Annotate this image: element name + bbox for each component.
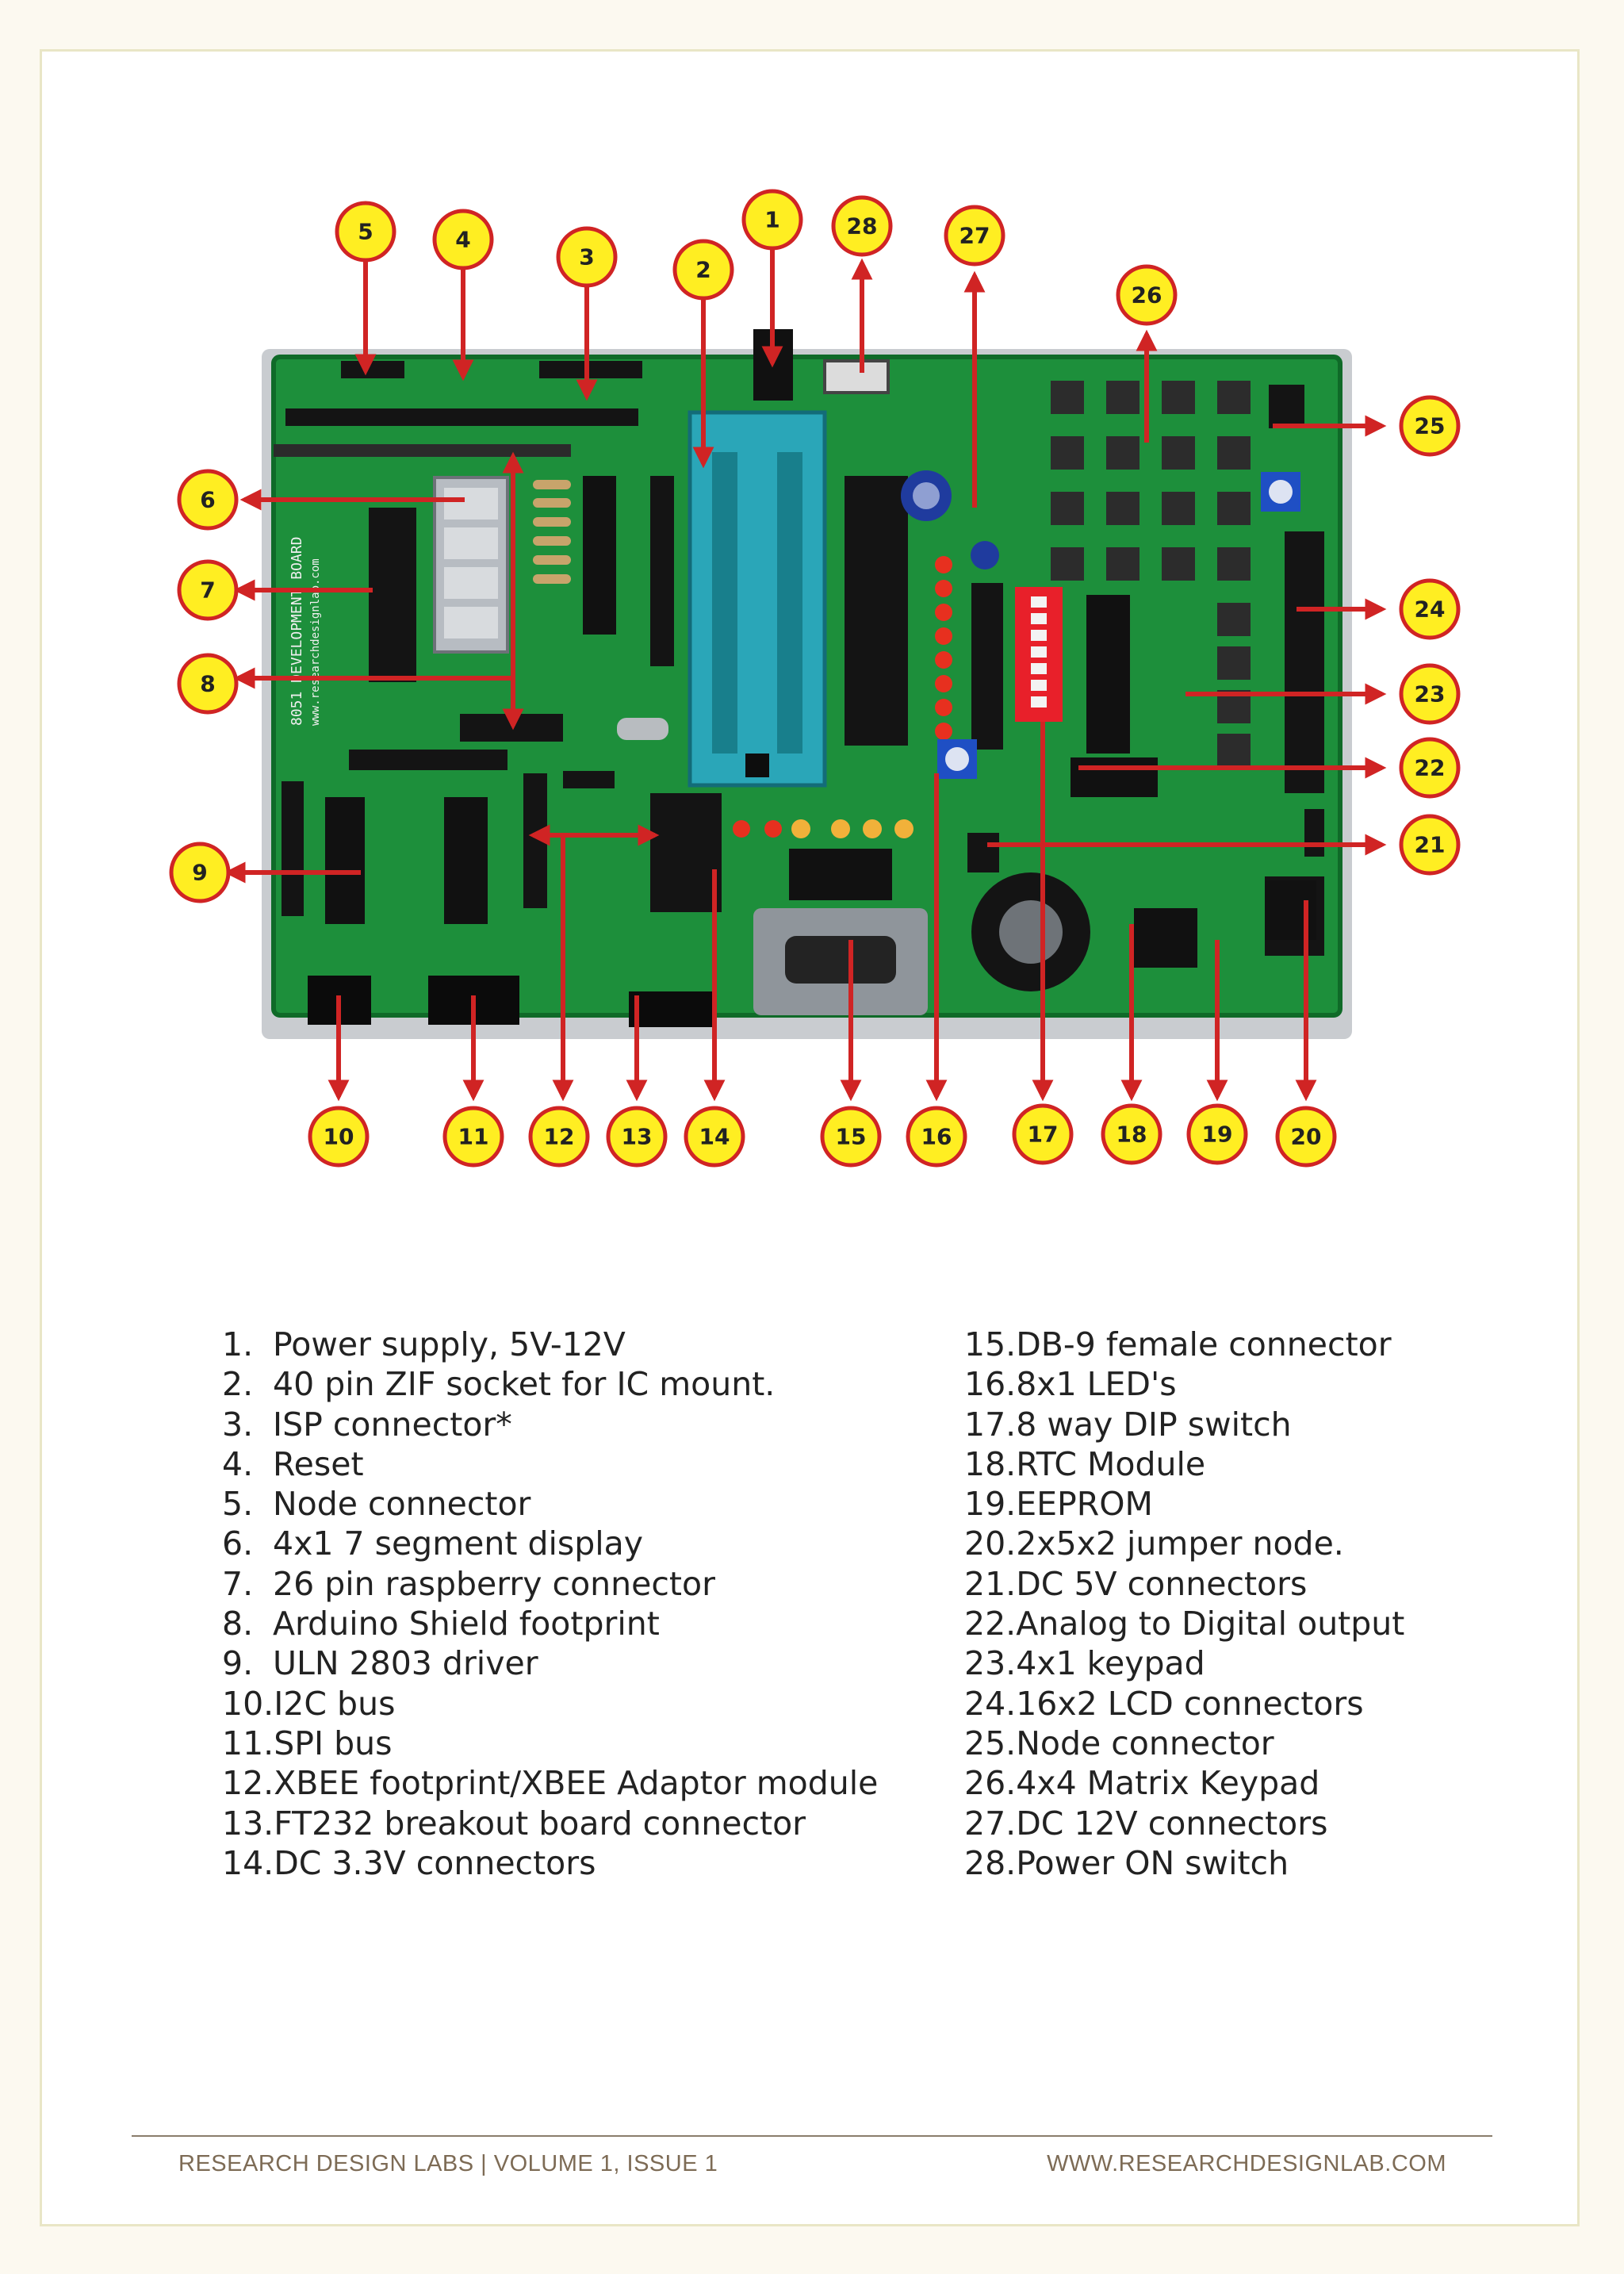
callout-27: 27 xyxy=(959,223,990,249)
callout-28: 28 xyxy=(847,213,878,240)
callout-arrows xyxy=(224,247,1387,1102)
zif-socket xyxy=(688,329,827,788)
callout-22: 22 xyxy=(1415,755,1446,781)
callout-13: 13 xyxy=(622,1124,653,1150)
callout-23: 23 xyxy=(1415,681,1446,708)
pin-headers xyxy=(274,361,1324,956)
legend-item: 8.Arduino Shield footprint xyxy=(222,1605,660,1643)
legend-item: 24.16x2 LCD connectors xyxy=(964,1684,1364,1723)
callout-15: 15 xyxy=(836,1124,867,1150)
legend-item: 20.2x5x2 jumper node. xyxy=(964,1524,1344,1563)
callout-9: 9 xyxy=(192,860,207,886)
legend-item: 26.4x4 Matrix Keypad xyxy=(964,1764,1320,1803)
callout-10: 10 xyxy=(324,1124,354,1150)
seven-segment-display xyxy=(433,476,509,654)
legend-item: 22.Analog to Digital output xyxy=(964,1605,1405,1643)
callout-14: 14 xyxy=(699,1124,730,1150)
legend-item: 3.ISP connector* xyxy=(222,1405,512,1444)
footer-publication: RESEARCH DESIGN LABS | VOLUME 1, ISSUE 1 xyxy=(178,2151,718,2176)
callout-18: 18 xyxy=(1116,1122,1147,1148)
dip-switch xyxy=(1015,587,1063,722)
callout-25: 25 xyxy=(1415,413,1446,439)
callout-circles xyxy=(169,189,1461,1168)
callout-11: 11 xyxy=(458,1124,489,1150)
board-title: 8051 DEVELOPMENT BOARD xyxy=(289,537,305,726)
legend-item: 16.8x1 LED's xyxy=(964,1365,1177,1404)
legend-item: 2.40 pin ZIF socket for IC mount. xyxy=(222,1365,776,1404)
legend-item: 19.EEPROM xyxy=(964,1485,1153,1524)
callout-20: 20 xyxy=(1291,1124,1322,1150)
legend-item: 17.8 way DIP switch xyxy=(964,1405,1292,1444)
callout-6: 6 xyxy=(200,487,215,513)
callout-2: 2 xyxy=(695,257,710,283)
legend-item: 4.Reset xyxy=(222,1444,364,1483)
legend-item: 12.XBEE footprint/XBEE Adaptor module xyxy=(222,1764,879,1803)
callout-21: 21 xyxy=(1415,832,1446,858)
board-site: www.researchdesignlab.com xyxy=(309,558,322,726)
callout-24: 24 xyxy=(1415,596,1446,623)
legend-item: 5.Node connector xyxy=(222,1485,531,1524)
callout-4: 4 xyxy=(455,227,470,253)
legend-item: 15.DB-9 female connector xyxy=(964,1325,1392,1363)
double-arrows xyxy=(502,451,660,846)
resistors xyxy=(533,480,571,584)
legend-item: 27.DC 12V connectors xyxy=(964,1804,1328,1843)
rtc-battery xyxy=(971,872,1090,991)
legend-item: 11.SPI bus xyxy=(222,1724,393,1762)
legend-list-right: 15.DB-9 female connector 16.8x1 LED's 17… xyxy=(964,1325,1404,1883)
power-parts xyxy=(617,359,999,740)
matrix-keypad xyxy=(1051,381,1251,581)
callout-26: 26 xyxy=(1132,282,1162,309)
callout-17: 17 xyxy=(1028,1122,1059,1148)
callout-numbers: 1 2 3 4 5 6 7 8 9 10 11 12 13 14 15 16 1… xyxy=(192,207,1445,1150)
legend-item: 14.DC 3.3V connectors xyxy=(222,1843,596,1882)
callout-19: 19 xyxy=(1202,1122,1233,1148)
callout-1: 1 xyxy=(764,207,779,233)
callout-7: 7 xyxy=(200,577,215,604)
legend-item: 23.4x1 keypad xyxy=(964,1644,1205,1683)
legend-item: 6.4x1 7 segment display xyxy=(222,1524,644,1563)
legend-list-left: 1.Power supply, 5V-12V 2.40 pin ZIF sock… xyxy=(222,1325,878,1883)
legend-item: 13.FT232 breakout board connector xyxy=(222,1804,806,1843)
small-leds xyxy=(791,819,914,838)
callout-5: 5 xyxy=(358,219,373,245)
footer-website-link[interactable]: WWW.RESEARCHDESIGNLAB.COM xyxy=(1047,2151,1446,2176)
legend-item: 28.Power ON switch xyxy=(964,1843,1289,1882)
terminal-blocks xyxy=(308,976,716,1027)
ics xyxy=(325,476,1316,968)
legend-item: 25.Node connector xyxy=(964,1724,1274,1762)
db9-connector xyxy=(753,908,928,1015)
callout-12: 12 xyxy=(544,1124,575,1150)
callout-3: 3 xyxy=(579,244,594,270)
legend-item: 1.Power supply, 5V-12V xyxy=(222,1325,626,1363)
callout-16: 16 xyxy=(921,1124,952,1150)
board-figure: 8051 DEVELOPMENT BOARD www.researchdesig… xyxy=(169,189,1461,1168)
legend-item: 9.ULN 2803 driver xyxy=(222,1644,538,1683)
legend-item: 7.26 pin raspberry connector xyxy=(222,1564,715,1603)
footer-divider xyxy=(132,2135,1492,2137)
legend-item: 21.DC 5V connectors xyxy=(964,1564,1308,1603)
callout-8: 8 xyxy=(200,671,215,697)
led-column xyxy=(733,556,952,838)
potentiometers xyxy=(937,472,1300,779)
legend-item: 18.RTC Module xyxy=(964,1444,1206,1483)
legend-item: 10.I2C bus xyxy=(222,1684,396,1723)
